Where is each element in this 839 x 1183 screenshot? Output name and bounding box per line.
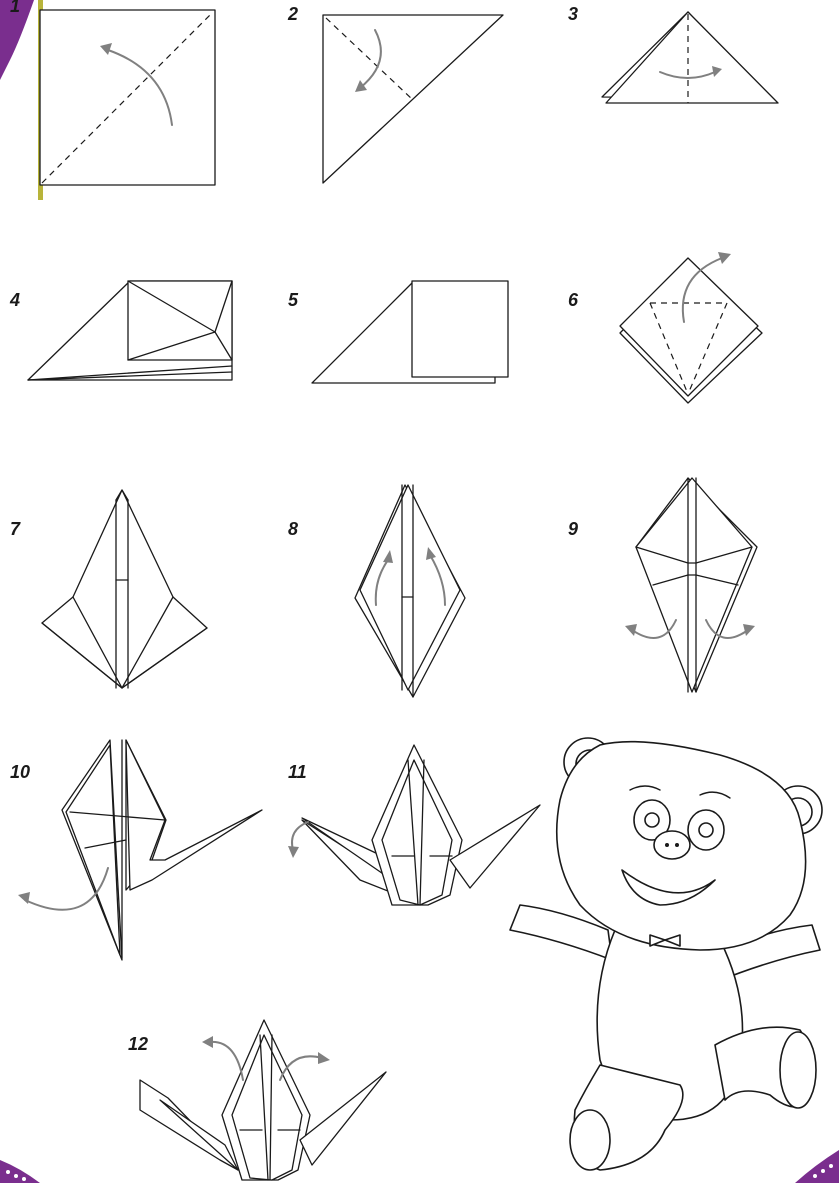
step-number-9: 9 xyxy=(568,519,578,539)
step-2-diagram xyxy=(323,15,503,183)
step-number-2: 2 xyxy=(287,4,298,24)
step-4-diagram xyxy=(28,281,232,380)
step-number-4: 4 xyxy=(9,290,20,310)
step-12-diagram xyxy=(140,1020,386,1180)
step-number-6: 6 xyxy=(568,290,579,310)
step-6-diagram xyxy=(620,252,762,403)
step-11-diagram xyxy=(288,745,540,905)
corner-decoration-bottom xyxy=(0,1150,839,1183)
step-number-12: 12 xyxy=(128,1034,148,1054)
step-5-diagram xyxy=(312,281,508,383)
corner-decoration-top-left xyxy=(0,0,43,200)
step-number-8: 8 xyxy=(288,519,298,539)
step-number-11: 11 xyxy=(288,762,307,782)
step-9-diagram xyxy=(625,478,757,692)
step-number-7: 7 xyxy=(10,519,21,539)
step-8-diagram xyxy=(355,485,465,697)
step-7-diagram xyxy=(42,490,207,688)
step-10-diagram xyxy=(18,740,262,960)
step-number-10: 10 xyxy=(10,762,30,782)
step-3-diagram xyxy=(602,12,778,103)
step-number-5: 5 xyxy=(288,290,299,310)
step-number-1: 1 xyxy=(10,0,20,16)
bear-illustration xyxy=(510,738,822,1170)
step-1-diagram xyxy=(40,10,215,185)
step-number-3: 3 xyxy=(568,4,578,24)
